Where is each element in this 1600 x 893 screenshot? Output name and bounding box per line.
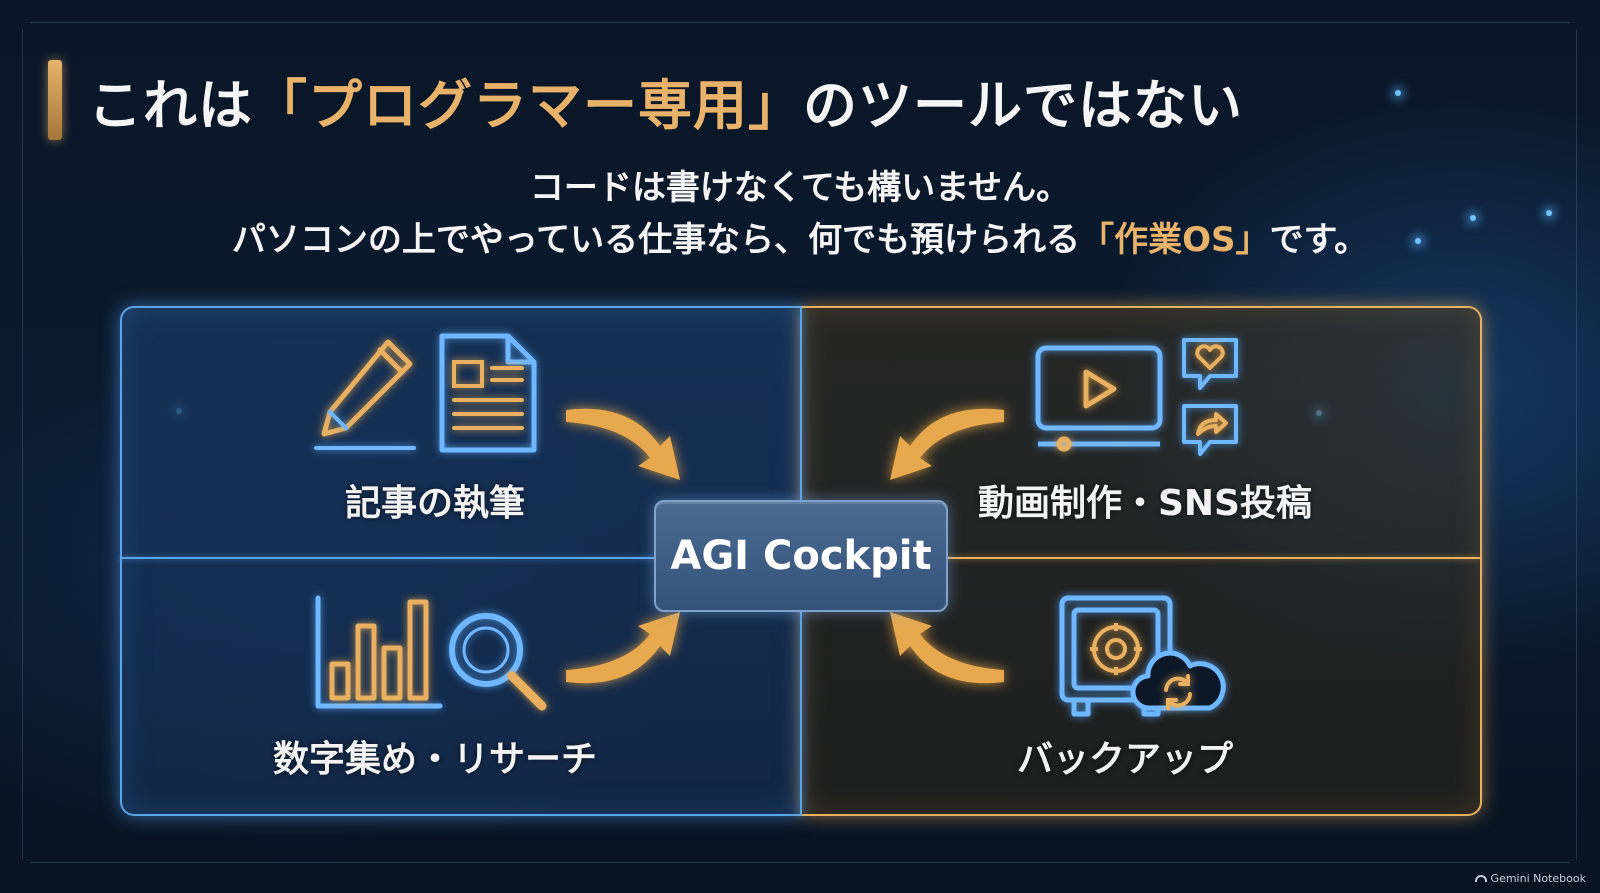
- subtitle-line-2-after: です。: [1269, 220, 1369, 260]
- frame-right-line: [1576, 30, 1577, 860]
- video-player-icon: [1035, 345, 1163, 452]
- pen-icon: [314, 339, 416, 450]
- arrow-icon-bottom-left: [566, 612, 680, 684]
- gemini-notebook-icon: [1474, 875, 1487, 882]
- title-accent: 「プログラマー専用」: [253, 73, 803, 137]
- subtitle-line-2-before: パソコンの上でやっている仕事なら、何でも預けられる: [231, 220, 1081, 260]
- frame-top-line: [30, 22, 1570, 23]
- quadrant-label-backup: バックアップ: [1016, 739, 1233, 780]
- arrow-icon-bottom-right: [890, 612, 1004, 684]
- quadrant-label-writing: 記事の執筆: [344, 483, 525, 524]
- title-accent-bar: [48, 60, 62, 140]
- quadrant-label-research: 数字集め・リサーチ: [272, 739, 597, 780]
- glow-dot: [1415, 238, 1421, 244]
- arrow-icon-top-right: [890, 408, 1004, 480]
- title-before: これは: [88, 73, 253, 137]
- frame-left-line: [22, 30, 23, 860]
- right-horizontal-divider: [944, 557, 1480, 559]
- share-bubble-icon: [1182, 404, 1238, 456]
- watermark-text: Gemini Notebook: [1490, 872, 1586, 885]
- title-after: のツールではない: [803, 73, 1243, 137]
- cloud-sync-icon: [1130, 650, 1226, 711]
- magnifier-icon: [449, 613, 547, 711]
- watermark: Gemini Notebook: [1474, 872, 1586, 885]
- document-icon: [439, 333, 537, 453]
- quadrant-label-video-sns: 動画制作・SNS投稿: [978, 483, 1312, 524]
- bar-chart-icon: [315, 595, 443, 709]
- subtitle-line-2-accent: 「作業OS」: [1080, 220, 1270, 260]
- arrow-icon-top-left: [566, 408, 680, 480]
- center-label-box: AGI Cockpit: [654, 500, 948, 612]
- glow-dot: [1546, 210, 1552, 216]
- page-title: これは「プログラマー専用」のツールではない: [88, 60, 1243, 140]
- subtitle-line-1: コードは書けなくても構いません。: [529, 168, 1071, 208]
- subtitle: コードは書けなくても構いません。 パソコンの上でやっている仕事なら、何でも預けら…: [0, 162, 1600, 266]
- glow-dot: [1470, 215, 1476, 221]
- heart-bubble-icon: [1182, 338, 1238, 390]
- glow-dot: [1395, 90, 1401, 96]
- left-horizontal-divider: [120, 557, 660, 559]
- frame-bottom-line: [30, 862, 1570, 863]
- subtitle-line-2: パソコンの上でやっている仕事なら、何でも預けられる「作業OS」です。: [0, 214, 1600, 266]
